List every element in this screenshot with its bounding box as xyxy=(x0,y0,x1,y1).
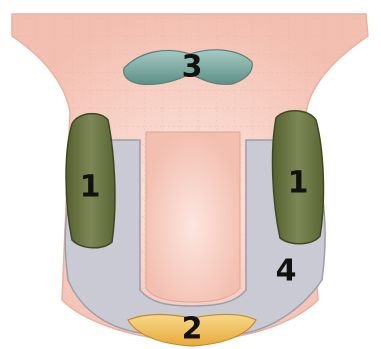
inner-channel xyxy=(146,132,240,302)
label-1-left: 1 xyxy=(80,170,101,205)
label-3: 3 xyxy=(182,50,203,85)
label-1-right: 1 xyxy=(288,166,309,201)
label-2: 2 xyxy=(182,312,203,347)
label-4: 4 xyxy=(276,254,297,289)
